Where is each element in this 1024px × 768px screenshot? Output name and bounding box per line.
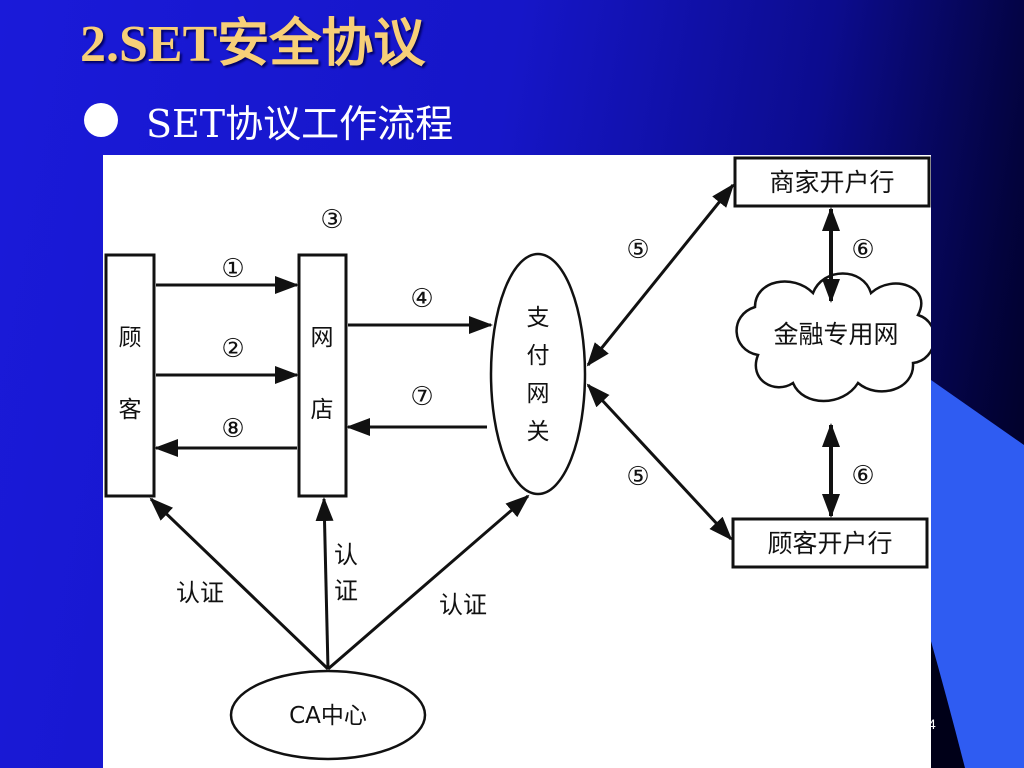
gateway-label-char-1: 支 — [527, 305, 550, 331]
step-7-label: ⑦ — [410, 382, 433, 412]
slide-title: 2.SET安全协议 — [80, 16, 426, 73]
bullet-text: SET协议工作流程 — [146, 101, 454, 146]
ca-center-node: CA中心 — [229, 669, 427, 761]
diagram-canvas: 顾 客 网 店 支 付 网 关 商家开户行 顾客开户行 — [104, 156, 931, 761]
store-label-char-2: 店 — [311, 397, 334, 423]
bullet-item: SET协议工作流程 — [84, 92, 453, 148]
customer-bank-label: 顾客开户行 — [767, 529, 892, 558]
customer-label-char-2: 客 — [119, 397, 142, 423]
financial-network-label: 金融专用网 — [773, 320, 898, 349]
arrow-cert-customer — [149, 497, 330, 671]
step-6-lower-label: ⑥ — [851, 461, 874, 491]
bullet-dot-icon — [84, 103, 118, 137]
step-3-label: ③ — [320, 205, 343, 235]
cert-middle-label-char-2: 证 — [334, 577, 358, 605]
gateway-label-char-3: 网 — [527, 381, 550, 407]
step-6-upper-label: ⑥ — [851, 235, 874, 265]
gateway-label-char-4: 关 — [527, 419, 550, 445]
cert-right-label: 认证 — [439, 591, 487, 619]
arrow-cert-gateway — [327, 494, 530, 671]
step-4-label: ④ — [410, 284, 433, 314]
page-number: 4 — [928, 716, 936, 732]
step-5-lower-label: ⑤ — [626, 462, 649, 492]
arrow-step-5-lower — [586, 383, 733, 541]
cert-middle-label-char-1: 认 — [334, 541, 358, 569]
step-8-label: ⑧ — [221, 414, 244, 444]
payment-gateway-node: 支 付 网 关 — [489, 252, 587, 496]
cert-left-label: 认证 — [176, 579, 224, 607]
arrow-cert-store — [315, 497, 334, 670]
step-2-label: ② — [221, 334, 244, 364]
customer-bank-node: 顾客开户行 — [731, 517, 929, 569]
arrow-step-5-upper — [586, 183, 735, 367]
accent-wedge — [931, 380, 1024, 768]
ca-center-label: CA中心 — [289, 703, 367, 729]
merchant-bank-label: 商家开户行 — [769, 168, 894, 197]
set-workflow-diagram: 顾 客 网 店 支 付 网 关 商家开户行 顾客开户行 — [103, 155, 931, 768]
store-label-char-1: 网 — [311, 325, 334, 351]
step-5-upper-label: ⑤ — [626, 235, 649, 265]
accent-swoosh — [925, 620, 965, 768]
customer-label-char-1: 顾 — [119, 325, 142, 351]
financial-network-cloud: 金融专用网 — [735, 272, 931, 403]
online-store-node: 网 店 — [297, 253, 348, 498]
merchant-bank-node: 商家开户行 — [733, 156, 931, 208]
step-1-label: ① — [221, 254, 244, 284]
gateway-label-char-2: 付 — [527, 343, 550, 369]
customer-node: 顾 客 — [104, 253, 156, 498]
